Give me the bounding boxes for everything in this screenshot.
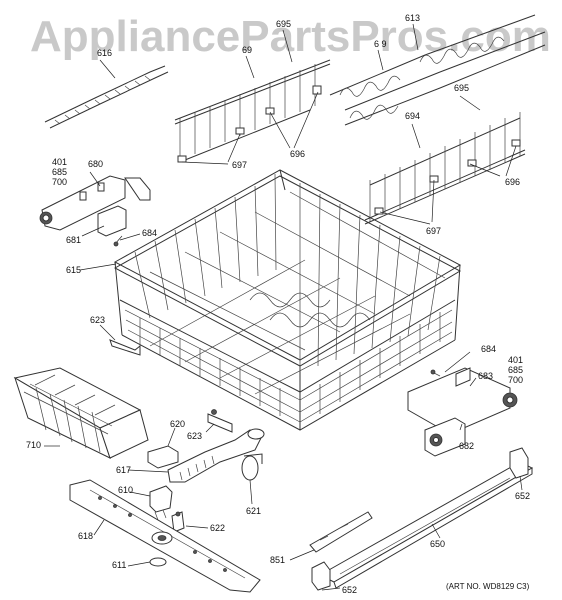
label-700-right: 700 <box>508 375 524 385</box>
label-401-left: 401 <box>52 157 68 167</box>
label-851: 851 <box>270 555 286 565</box>
watermark-text: AppliancePartsPros.com <box>30 12 551 61</box>
label-684-right: 684 <box>481 344 497 354</box>
label-685-right: 685 <box>508 365 524 375</box>
part-621-clamp <box>241 453 263 505</box>
label-682: 682 <box>459 441 475 451</box>
label-615: 615 <box>66 265 82 275</box>
label-683: 683 <box>478 371 494 381</box>
label-681: 681 <box>66 235 82 245</box>
label-650: 650 <box>430 539 446 549</box>
part-616-rail <box>44 59 169 129</box>
label-697-right: 697 <box>426 226 442 236</box>
label-695-right: 695 <box>454 83 470 93</box>
part-618-spray-arm <box>69 479 261 593</box>
part-695-tine-row-top <box>174 29 331 163</box>
clip-leaders <box>181 91 517 225</box>
part-680-bracket <box>39 171 151 247</box>
part-710-silverware-basket <box>13 367 149 459</box>
part-610-622-fittings <box>129 485 209 533</box>
art-number: (ART NO. WD8129 C3) <box>446 582 530 591</box>
label-696-top: 696 <box>290 149 306 159</box>
label-616: 616 <box>97 48 113 58</box>
label-680: 680 <box>88 159 104 169</box>
label-623-center: 623 <box>187 431 203 441</box>
label-695-top: 695 <box>276 19 292 29</box>
part-613-rack <box>329 14 546 126</box>
part-652-end-caps <box>311 447 529 591</box>
part-682-bracket <box>407 351 518 457</box>
label-401-right: 401 <box>508 355 524 365</box>
label-710: 710 <box>26 440 42 450</box>
label-69: 69 <box>242 45 253 55</box>
label-652-bottom: 652 <box>342 585 358 595</box>
label-621: 621 <box>246 506 262 516</box>
label-610: 610 <box>118 485 134 495</box>
label-697-top: 697 <box>232 160 248 170</box>
part-620-and-623 <box>147 409 233 469</box>
label-700-left: 700 <box>52 177 68 187</box>
part-617-feed-tube <box>127 428 265 483</box>
part-694-tine-row-right <box>364 95 526 225</box>
label-617: 617 <box>116 465 132 475</box>
label-611: 611 <box>112 560 127 570</box>
label-652-right: 652 <box>515 491 531 501</box>
part-615-upper-rack-basket <box>79 169 462 431</box>
label-618: 618 <box>78 531 94 541</box>
label-696-right: 696 <box>505 177 521 187</box>
label-6-9: 6 9 <box>374 39 387 49</box>
label-622: 622 <box>210 523 226 533</box>
label-stack-left: 401 685 700 <box>52 157 67 187</box>
label-684-left: 684 <box>142 228 158 238</box>
part-851-stop <box>289 511 373 561</box>
part-650-slide-rail <box>318 461 534 589</box>
label-620: 620 <box>170 419 186 429</box>
label-685-left: 685 <box>52 167 68 177</box>
label-613: 613 <box>405 13 421 23</box>
part-623-clip-left <box>99 324 141 356</box>
label-694: 694 <box>405 111 421 121</box>
label-stack-right: 401 685 700 <box>508 355 523 385</box>
label-623-left: 623 <box>90 315 106 325</box>
